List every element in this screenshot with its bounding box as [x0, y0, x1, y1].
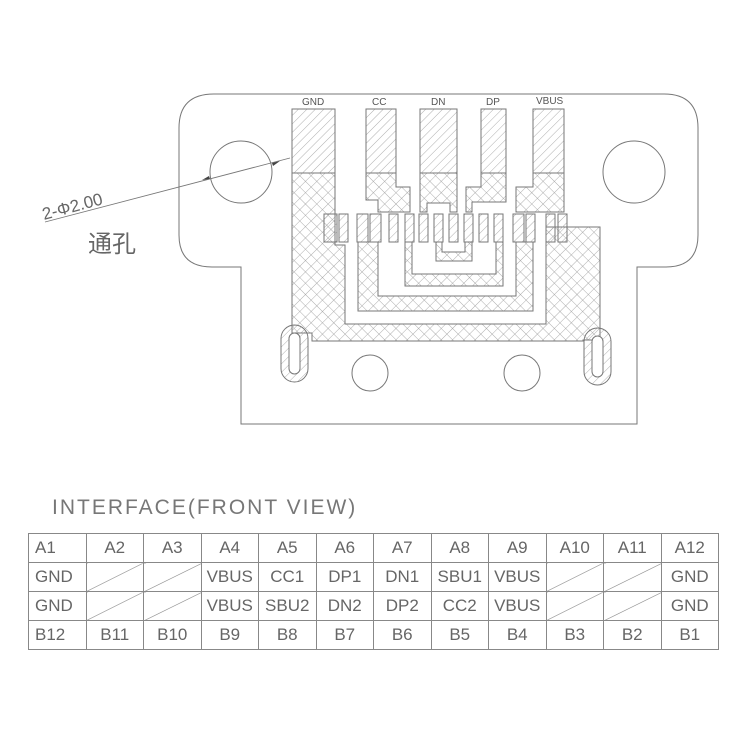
- pad-label-dn: DN: [431, 97, 445, 108]
- signal-b2-empty: [603, 591, 662, 621]
- trace-inner-u: [435, 241, 473, 262]
- signal-b1: GND: [660, 591, 719, 621]
- cell-a2: A2: [85, 533, 144, 563]
- mounting-hole-right: [602, 140, 666, 204]
- cell-b6: B6: [373, 620, 432, 650]
- table-row-a-pins: A1 A2 A3 A4 A5 A6 A7 A8 A9 A10 A11 A12: [28, 533, 719, 563]
- signal-b4: VBUS: [488, 591, 547, 621]
- pcb-footprint-drawing: GND CC DN DP VBUS 2-Φ2.00 通孔: [40, 93, 699, 425]
- board-outline: [178, 93, 699, 425]
- cell-b8: B8: [258, 620, 317, 650]
- signal-a8: SBU1: [430, 562, 489, 592]
- cell-a8: A8: [430, 533, 489, 563]
- cell-a3: A3: [143, 533, 202, 563]
- table-row-a-signals: GND VBUS CC1 DP1 DN1 SBU1 VBUS GND: [28, 562, 719, 592]
- cell-b3: B3: [545, 620, 604, 650]
- signal-b8: SBU2: [258, 591, 317, 621]
- pad-gnd: [291, 108, 336, 174]
- cell-b2: B2: [603, 620, 662, 650]
- table-row-b-pins: B12 B11 B10 B9 B8 B7 B6 B5 B4 B3 B2 B1: [28, 620, 719, 650]
- signal-b9: VBUS: [200, 591, 259, 621]
- signal-b10-empty: [143, 591, 202, 621]
- mounting-hole-left: [209, 140, 273, 204]
- signal-b7: DN2: [315, 591, 374, 621]
- signal-a6: DP1: [315, 562, 374, 592]
- signal-a10-empty: [545, 562, 604, 592]
- cell-b5: B5: [430, 620, 489, 650]
- signal-b5: CC2: [430, 591, 489, 621]
- pad-label-dp: DP: [486, 97, 500, 108]
- dimension-text: 2-Φ2.00: [40, 190, 105, 224]
- trace-middle-u: [404, 241, 504, 287]
- cell-b12: B12: [28, 620, 87, 650]
- pad-dp: [465, 108, 507, 213]
- signal-a4: VBUS: [200, 562, 259, 592]
- pad-cc: [365, 108, 411, 213]
- hole-dimension: 2-Φ2.00 通孔: [40, 157, 291, 258]
- cell-a4: A4: [200, 533, 259, 563]
- signal-a3-empty: [143, 562, 202, 592]
- cell-b4: B4: [488, 620, 547, 650]
- gnd-trace: [291, 172, 601, 342]
- pad-label-gnd: GND: [302, 97, 324, 108]
- signal-a11-empty: [603, 562, 662, 592]
- signal-a7: DN1: [373, 562, 432, 592]
- table-row-b-signals: GND VBUS SBU2 DN2 DP2 CC2 VBUS GND: [28, 591, 719, 621]
- locating-hole-left: [351, 354, 389, 392]
- table-title: INTERFACE(FRONT VIEW): [52, 496, 358, 519]
- pad-dn: [419, 108, 458, 213]
- pinout-table: A1 A2 A3 A4 A5 A6 A7 A8 A9 A10 A11 A12 G…: [28, 533, 719, 650]
- pad-label-cc: CC: [372, 97, 386, 108]
- signal-a5: CC1: [258, 562, 317, 592]
- dimension-note: 通孔: [88, 230, 136, 258]
- signal-b12: GND: [28, 591, 87, 621]
- cell-a10: A10: [545, 533, 604, 563]
- cell-b10: B10: [143, 620, 202, 650]
- slot-left: [280, 324, 309, 383]
- contact-pads: [323, 213, 568, 243]
- signal-a9: VBUS: [488, 562, 547, 592]
- cell-b9: B9: [200, 620, 259, 650]
- cell-a12: A12: [660, 533, 719, 563]
- cell-a7: A7: [373, 533, 432, 563]
- pad-label-vbus: VBUS: [536, 96, 564, 107]
- signal-b11-empty: [85, 591, 144, 621]
- cell-a9: A9: [488, 533, 547, 563]
- slot-right: [583, 327, 612, 386]
- signal-a12: GND: [660, 562, 719, 592]
- cell-a5: A5: [258, 533, 317, 563]
- cell-b1: B1: [660, 620, 719, 650]
- signal-a2-empty: [85, 562, 144, 592]
- signal-b6: DP2: [373, 591, 432, 621]
- cell-b7: B7: [315, 620, 374, 650]
- cell-b11: B11: [85, 620, 144, 650]
- cell-a11: A11: [603, 533, 662, 563]
- cell-a1: A1: [28, 533, 87, 563]
- locating-hole-right: [503, 354, 541, 392]
- signal-a1: GND: [28, 562, 87, 592]
- cell-a6: A6: [315, 533, 374, 563]
- signal-b3-empty: [545, 591, 604, 621]
- pad-vbus: [515, 108, 565, 213]
